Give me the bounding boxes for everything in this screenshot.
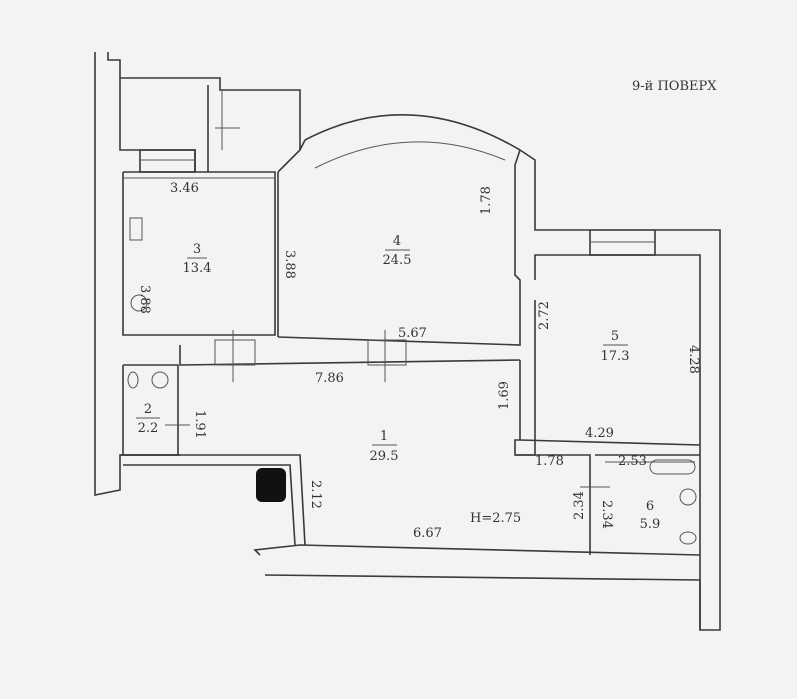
washbasin-icon — [151, 371, 169, 389]
svg-text:3.88: 3.88 — [282, 250, 297, 279]
svg-text:29.5: 29.5 — [370, 449, 399, 464]
dimensions: 3.46 3.88 3.88 1.78 5.67 2.72 4.28 7.86 … — [137, 181, 701, 541]
floor-label: 9-й ПОВЕРХ — [632, 79, 717, 94]
fixtures — [127, 217, 697, 545]
room-6-label: 6 5.9 — [640, 499, 661, 532]
svg-text:5.9: 5.9 — [640, 517, 661, 532]
svg-text:24.5: 24.5 — [383, 253, 412, 268]
toilet-icon — [679, 531, 697, 545]
room-3-label: 3 13.4 — [183, 242, 212, 276]
toilet-icon — [127, 371, 139, 389]
svg-text:5: 5 — [611, 329, 619, 344]
svg-text:1: 1 — [380, 429, 388, 444]
room-1-label: 1 29.5 — [370, 429, 399, 464]
svg-text:2.72: 2.72 — [537, 301, 552, 330]
svg-text:2: 2 — [144, 402, 152, 417]
room-2-label: 2 2.2 — [136, 402, 160, 436]
svg-text:3: 3 — [193, 242, 201, 257]
bathtub-icon — [649, 459, 696, 475]
svg-text:13.4: 13.4 — [183, 261, 212, 276]
svg-text:5.67: 5.67 — [398, 326, 427, 341]
stove-icon — [129, 217, 143, 241]
ceiling-height: H=2.75 — [470, 511, 521, 526]
svg-text:4.28: 4.28 — [686, 345, 701, 374]
redaction-mark — [256, 468, 286, 502]
svg-text:6.67: 6.67 — [413, 526, 442, 541]
svg-text:2.53: 2.53 — [618, 454, 647, 469]
room-4-label: 4 24.5 — [383, 234, 412, 268]
svg-text:1.78: 1.78 — [535, 454, 564, 469]
walls — [94, 52, 721, 631]
svg-text:17.3: 17.3 — [601, 349, 630, 364]
svg-text:3.46: 3.46 — [170, 181, 199, 196]
svg-text:6: 6 — [646, 499, 654, 514]
svg-text:2.34: 2.34 — [572, 491, 587, 520]
svg-text:3.88: 3.88 — [137, 285, 152, 314]
svg-text:2.12: 2.12 — [308, 480, 323, 509]
svg-text:1.69: 1.69 — [497, 381, 512, 410]
sink-icon — [130, 294, 148, 312]
svg-text:1.91: 1.91 — [192, 410, 207, 439]
svg-text:4: 4 — [393, 234, 401, 249]
svg-text:2.34: 2.34 — [599, 500, 614, 529]
washbasin-icon — [679, 488, 697, 506]
svg-text:4.29: 4.29 — [585, 426, 614, 441]
svg-text:2.2: 2.2 — [138, 421, 159, 436]
room-5-label: 5 17.3 — [601, 329, 630, 364]
svg-text:1.78: 1.78 — [479, 186, 494, 215]
svg-text:7.86: 7.86 — [315, 371, 344, 386]
